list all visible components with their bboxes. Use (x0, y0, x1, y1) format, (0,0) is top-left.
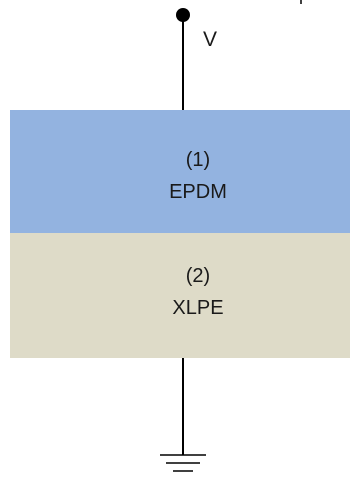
voltage-label: V (203, 28, 217, 51)
layer-1-material: EPDM (169, 181, 227, 203)
ground-icon (160, 454, 206, 472)
layer-1-number: (1) (186, 149, 210, 171)
layer-1-block (10, 110, 350, 233)
layer-2-material: XLPE (172, 297, 223, 319)
layer-2-number: (2) (186, 265, 210, 287)
layer-2-block (10, 233, 350, 358)
